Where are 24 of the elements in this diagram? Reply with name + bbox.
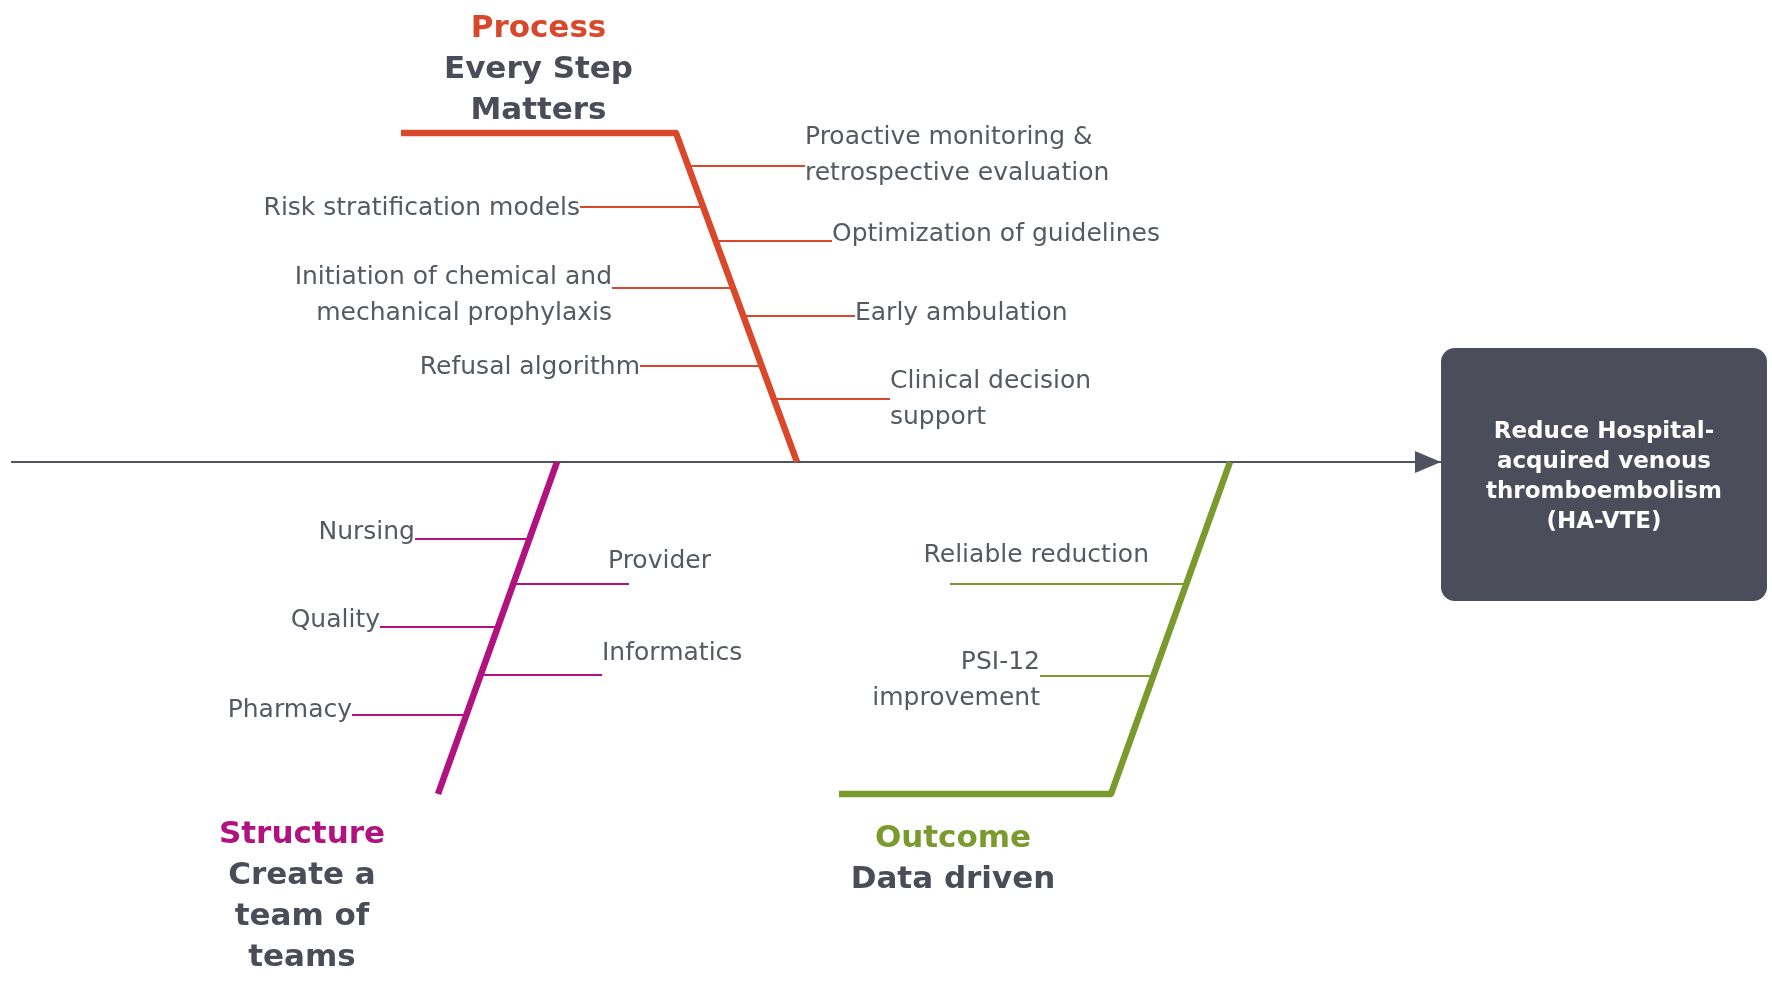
effect-box bbox=[1441, 348, 1767, 601]
bone-line bbox=[434, 460, 561, 798]
cause-label: Clinical decision support bbox=[890, 362, 1150, 434]
category-subtitle: Create a team of teams bbox=[227, 854, 377, 975]
cause-label: Proactive monitoring & retrospective evaluation bbox=[805, 118, 1195, 190]
category-subtitle: Data driven bbox=[849, 858, 1057, 897]
category-subtitle: Every Step Matters bbox=[442, 48, 635, 128]
cause-label: Early ambulation bbox=[855, 294, 1155, 330]
category-title: Outcome bbox=[873, 817, 1033, 856]
cause-label: Reliable reduction bbox=[849, 536, 1149, 584]
cause-label: Quality bbox=[180, 601, 380, 637]
cause-label: Optimization of guidelines bbox=[832, 215, 1252, 251]
effect-text: Reduce Hospital-acquired venous thromboembolism (HA-VTE) bbox=[1485, 415, 1723, 535]
spine-arrow bbox=[10, 451, 1442, 473]
cause-label: Refusal algorithm bbox=[340, 348, 640, 384]
category-title: Process bbox=[469, 7, 608, 46]
cause-label: Informatics bbox=[602, 634, 782, 675]
cause-label: PSI-12 improvement bbox=[840, 643, 1040, 715]
cause-label: Provider bbox=[608, 542, 768, 584]
cause-label: Risk stratification models bbox=[160, 189, 580, 225]
cause-label: Nursing bbox=[215, 513, 415, 549]
category-title: Structure bbox=[217, 813, 387, 852]
cause-label: Initiation of chemical and mechanical prophylaxis bbox=[212, 258, 612, 330]
cause-label: Pharmacy bbox=[152, 691, 352, 727]
